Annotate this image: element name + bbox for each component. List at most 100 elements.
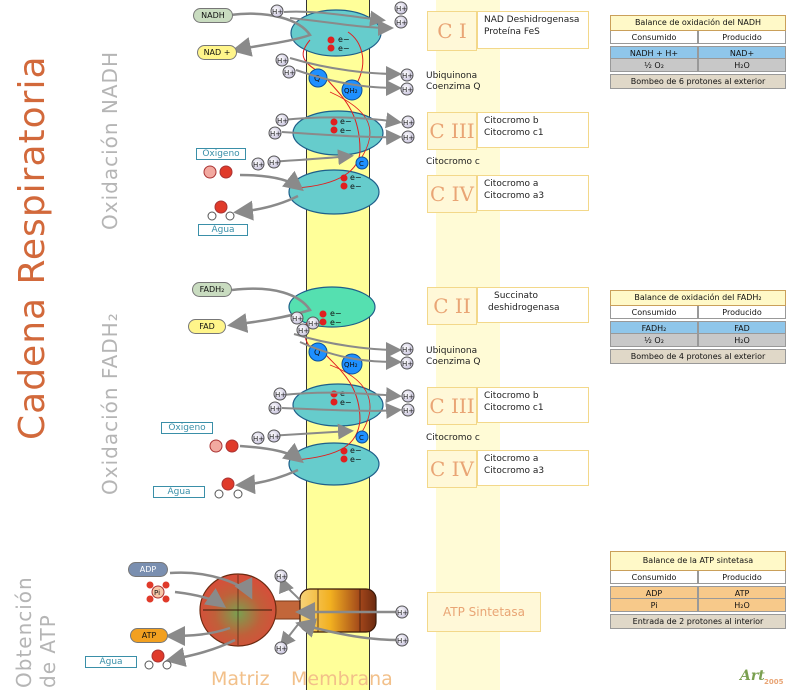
- complex-iv-a: [288, 169, 380, 215]
- svg-text:H+: H+: [396, 19, 407, 27]
- balance-nadh-r2c2: H₂O: [698, 59, 786, 72]
- svg-text:H+: H+: [276, 573, 287, 581]
- complex-iv-b-desc-line2: Citocromo a3: [484, 466, 545, 476]
- svg-text:H+: H+: [396, 5, 407, 13]
- svg-text:e−: e−: [330, 309, 342, 318]
- complex-iv-a-desc-line1: Citocromo a: [484, 179, 539, 189]
- svg-text:QH₂: QH₂: [344, 361, 358, 369]
- complex-iii-a-label: C III: [427, 112, 477, 150]
- svg-text:Pi: Pi: [154, 589, 160, 597]
- cytc-carrier-b: [355, 430, 369, 444]
- electrons-c1: e− e−: [327, 35, 350, 53]
- balance-fadh-r1c2: FAD: [698, 321, 786, 334]
- complex-i-desc-line1: NAD Deshidrogenasa: [484, 15, 580, 25]
- balance-fadh-col2: Producido: [698, 306, 786, 319]
- agua-label-b: Agua: [153, 486, 205, 498]
- balance-fadh-title: Balance de oxidación del FADH₂: [610, 290, 786, 306]
- svg-text:H+: H+: [276, 645, 287, 653]
- complex-iv-a-desc-line2: Citocromo a3: [484, 191, 545, 201]
- svg-text:Q: Q: [314, 348, 320, 357]
- svg-text:H+: H+: [397, 609, 408, 617]
- svg-text:H+: H+: [308, 320, 319, 328]
- svg-text:e−: e−: [338, 44, 350, 53]
- balance-atp-title: Balance de la ATP sintetasa: [610, 551, 786, 571]
- membrana-label: Membrana: [291, 668, 393, 690]
- citocromo-c-a: Citocromo c: [426, 157, 480, 167]
- balance-nadh-r1c1: NADH + H+: [610, 46, 698, 59]
- svg-text:H+: H+: [269, 433, 280, 441]
- balance-atp-col2: Producido: [698, 571, 786, 584]
- svg-text:H+: H+: [402, 86, 413, 94]
- ubiquinona-a: Ubiquinona Coenzima Q: [426, 71, 480, 93]
- complex-iii-a-desc: Citocromo b Citocromo c1: [477, 112, 589, 148]
- balance-fadh-table: Balance de oxidación del FADH₂ Consumido…: [610, 290, 786, 364]
- q-carrier-a: [308, 68, 328, 88]
- cytc-carrier-a: [355, 156, 369, 170]
- balance-fadh-r2c2: H₂O: [698, 334, 786, 347]
- balance-nadh-title: Balance de oxidación del NADH: [610, 15, 786, 31]
- svg-text:H+: H+: [403, 134, 414, 142]
- complex-iii-b: [292, 383, 384, 427]
- svg-text:H+: H+: [403, 119, 414, 127]
- svg-text:e−: e−: [338, 35, 350, 44]
- balance-atp-col1: Consumido: [610, 571, 698, 584]
- balance-fadh-r2c1: ½ O₂: [610, 334, 698, 347]
- protons-fadh: H+ H+ H+ H+ H+ H+ H+ H+ H+ H+ H+: [251, 311, 415, 445]
- protons-nadh: H+ H+ H+ H+ H+ H+ H+ H+ H+ H+ H+ H+ H+: [251, 1, 415, 171]
- phosphate-molecule: Pi: [146, 581, 170, 603]
- adp-pill: ADP: [128, 562, 168, 577]
- svg-text:H+: H+: [402, 346, 413, 354]
- balance-atp-foot: Entrada de 2 protones al interior: [610, 614, 786, 629]
- balance-atp-r1c1: ADP: [610, 586, 698, 599]
- complex-iii-a-desc-line1: Citocromo b: [484, 116, 539, 126]
- ubiquinona-a-line2: Coenzima Q: [426, 82, 481, 92]
- complex-ii-desc-line2: deshidrogenasa: [488, 303, 560, 313]
- svg-text:e−: e−: [340, 126, 352, 135]
- electrons-c3a: e− e−: [330, 117, 352, 135]
- ubiquinona-b-line1: Ubiquinona: [426, 346, 478, 356]
- balance-nadh-foot: Bombeo de 6 protones al exterior: [610, 74, 786, 89]
- svg-text:H+: H+: [284, 69, 295, 77]
- complex-iii-b-desc-line1: Citocromo b: [484, 391, 539, 401]
- balance-fadh-r1c1: FADH₂: [610, 321, 698, 334]
- svg-text:C: C: [359, 434, 364, 442]
- balance-fadh-foot: Bombeo de 4 protones al exterior: [610, 349, 786, 364]
- citocromo-c-b: Citocromo c: [426, 433, 480, 443]
- electrons-c4a: e− e−: [340, 173, 362, 191]
- svg-text:H+: H+: [275, 391, 286, 399]
- balance-nadh-col2: Producido: [698, 31, 786, 44]
- complex-ii-desc: Succinato deshidrogenasa: [477, 287, 589, 323]
- balance-fadh-col1: Consumido: [610, 306, 698, 319]
- svg-text:H+: H+: [270, 405, 281, 413]
- complex-iii-b-desc: Citocromo b Citocromo c1: [477, 387, 589, 423]
- water-molecule-c: [144, 649, 172, 670]
- balance-nadh-col1: Consumido: [610, 31, 698, 44]
- fadh2-pill: FADH₂: [192, 282, 232, 297]
- fad-pill: FAD: [188, 319, 226, 334]
- svg-text:e−: e−: [340, 117, 352, 126]
- electrons-c4b: e− e−: [340, 446, 362, 464]
- svg-text:H+: H+: [272, 8, 283, 16]
- svg-text:QH₂: QH₂: [344, 87, 358, 95]
- complex-i-desc: NAD Deshidrogenasa Proteína FeS: [477, 11, 589, 49]
- atp-synthase-f0: [299, 588, 377, 633]
- water-molecule-b: [214, 477, 243, 499]
- complex-i-desc-line2: Proteína FeS: [484, 27, 540, 37]
- svg-text:H+: H+: [402, 72, 413, 80]
- complex-iv-b: [288, 442, 380, 486]
- svg-text:H+: H+: [298, 327, 309, 335]
- agua-label-a: Agua: [198, 224, 248, 236]
- svg-text:e−: e−: [350, 182, 362, 191]
- svg-text:e−: e−: [350, 455, 362, 464]
- oxigeno-label-a: Oxigeno: [196, 148, 246, 160]
- svg-text:e−: e−: [330, 318, 342, 327]
- svg-text:H+: H+: [292, 315, 303, 323]
- nad-plus-pill: NAD +: [197, 45, 237, 60]
- complex-i-label: C I: [427, 11, 477, 51]
- balance-atp-r2c1: Pi: [610, 599, 698, 612]
- complex-iii-b-label: C III: [427, 387, 477, 425]
- svg-text:H+: H+: [277, 117, 288, 125]
- balance-nadh-r1c2: NAD+: [698, 46, 786, 59]
